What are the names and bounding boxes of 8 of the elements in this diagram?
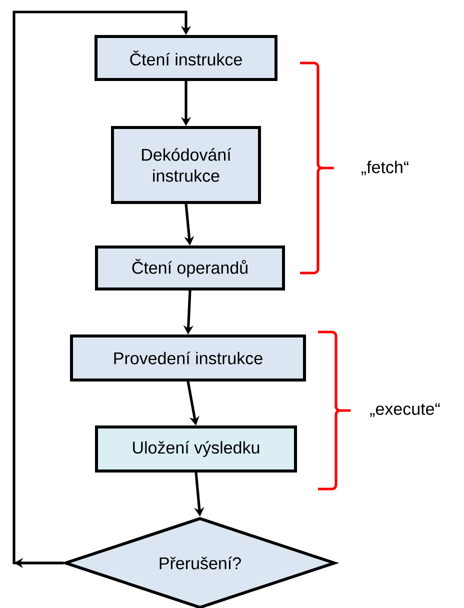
phase-label: „execute“ bbox=[370, 403, 440, 417]
process-box: Čtení instrukce bbox=[94, 35, 278, 81]
process-box: Uložení výsledku bbox=[95, 426, 297, 472]
phase-label: „fetch“ bbox=[362, 160, 408, 176]
arrow bbox=[12, 10, 192, 568]
process-box: Čtení operandů bbox=[95, 246, 285, 290]
process-box: Dekódování instrukce bbox=[111, 126, 261, 204]
process-box: Provedení instrukce bbox=[70, 334, 306, 382]
